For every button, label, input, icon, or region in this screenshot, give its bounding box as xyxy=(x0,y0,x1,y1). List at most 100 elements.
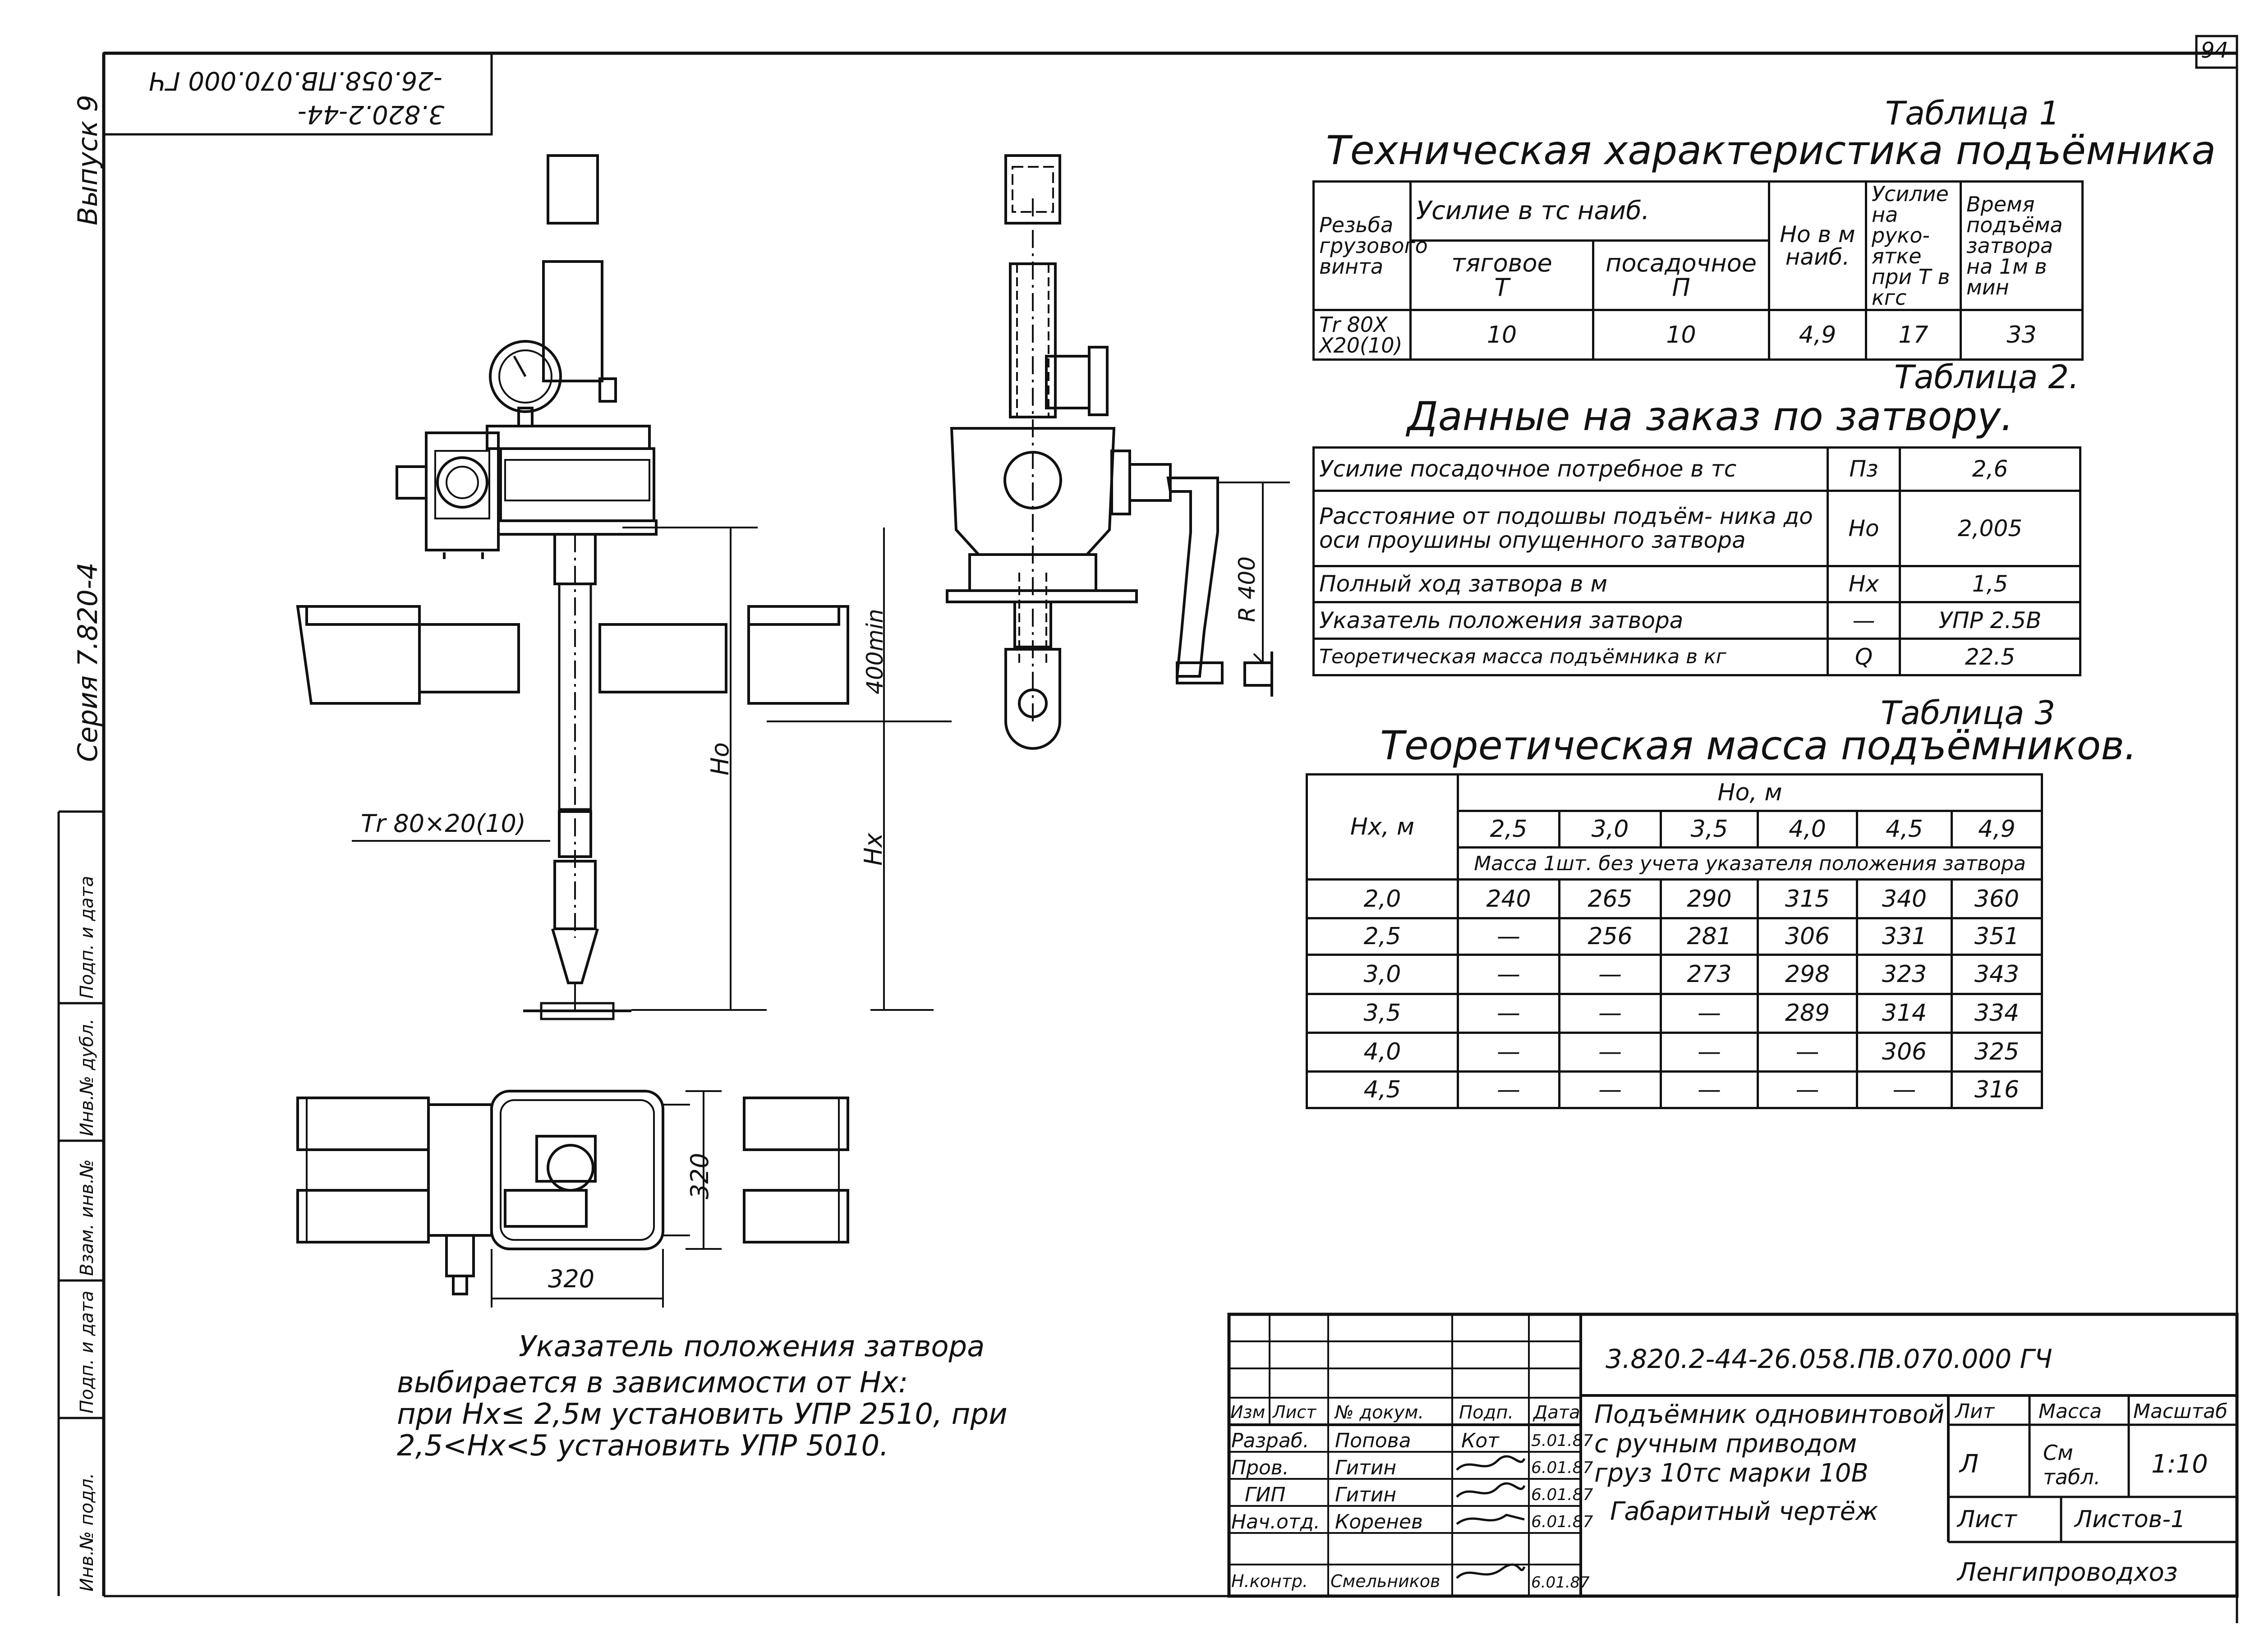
t1-landing: 10 xyxy=(1592,309,1770,361)
t1-time: 33 xyxy=(1960,309,2084,361)
stamp-lit-value: Л xyxy=(1960,1450,1979,1479)
person-2-date: 6.01.87 xyxy=(1531,1486,1593,1504)
t3-r3-hx: 3,5 xyxy=(1306,992,1459,1034)
t2-row-0-value: 2,6 xyxy=(1899,446,2081,492)
t3-r3-c5: 334 xyxy=(1950,992,2043,1034)
stamp-sheets-label: Листов-1 xyxy=(2075,1506,2186,1533)
dim-r400: R 400 xyxy=(1234,556,1260,622)
table2-label: Таблица 2. xyxy=(1894,358,2080,396)
side-view-dimensions xyxy=(1218,482,1290,664)
t3-r1-c2: 281 xyxy=(1660,917,1759,956)
t3-r3-c0: — xyxy=(1457,992,1560,1034)
t3-r5-hx: 4,5 xyxy=(1306,1070,1459,1110)
stamp-name-1: Подъёмник одновинтовой xyxy=(1594,1400,1945,1429)
table3-title: Теоретическая масса подъёмников. xyxy=(1380,722,2137,769)
t1-h-ho: Но в м наиб. xyxy=(1768,180,1867,311)
sheet-code-rotated-2: -26.058.ПВ.070.000 ГЧ xyxy=(149,66,443,95)
person-1-role: Пров. xyxy=(1231,1456,1289,1479)
t3-r3-c2: — xyxy=(1660,992,1759,1034)
t3-r4-c2: — xyxy=(1660,1031,1759,1073)
t2-row-2-sym: Нх xyxy=(1827,564,1901,604)
t3-r2-c0: — xyxy=(1457,954,1560,995)
t3-r2-c1: — xyxy=(1558,954,1662,995)
t3-r0-c2: 290 xyxy=(1660,878,1759,920)
t3-r4-hx: 4,0 xyxy=(1306,1031,1459,1073)
t3-r1-c3: 306 xyxy=(1757,917,1858,956)
stamp-lit-label: Лит xyxy=(1955,1400,1995,1423)
t2-row-1-value: 2,005 xyxy=(1899,489,2081,567)
dim-400min: 400min xyxy=(862,609,888,694)
signature-marks xyxy=(1456,1455,1526,1579)
t3-r0-c3: 315 xyxy=(1757,878,1858,920)
t1-h-time: Время подъёма затвора на 1м в мин xyxy=(1960,180,2084,311)
stamp-name-3: груз 10тс марки 10В xyxy=(1594,1459,1868,1488)
stamp-sheet-label: Лист xyxy=(1957,1506,2017,1533)
t3-r2-hx: 3,0 xyxy=(1306,954,1459,995)
person-2-role: ГИП xyxy=(1245,1483,1286,1506)
stamp-col-doc: № докум. xyxy=(1335,1402,1424,1423)
stamp-org: Ленгипроводхоз xyxy=(1957,1558,2178,1587)
margin-vzam: Взам. инв.№ xyxy=(77,1159,97,1276)
t2-row-0-sym: Пз xyxy=(1827,446,1901,492)
t3-r3-c1: — xyxy=(1558,992,1662,1034)
t3-r0-c0: 240 xyxy=(1457,878,1560,920)
t3-r5-c2: — xyxy=(1660,1070,1759,1110)
t3-r0-c5: 360 xyxy=(1950,878,2043,920)
t1-h-thread: Резьба грузового винта xyxy=(1312,180,1428,311)
table1: Резьба грузового винта Усилие в тс наиб.… xyxy=(1312,180,2084,361)
person-4-role: Н.контр. xyxy=(1231,1571,1308,1591)
stamp-col-list: Лист xyxy=(1273,1402,1316,1422)
person-0-role: Разраб. xyxy=(1231,1429,1309,1452)
person-0-sign: Кот xyxy=(1461,1429,1499,1452)
t3-ho-4: 4,5 xyxy=(1856,810,1953,849)
t3-r2-c3: 298 xyxy=(1757,954,1858,995)
dim-hx: Нх xyxy=(859,833,888,866)
t2-row-4-sym: Q xyxy=(1827,638,1901,676)
margin-podp-1: Подп. и дата xyxy=(77,1290,97,1413)
margin-podp-2: Подп. и дата xyxy=(77,876,97,999)
t1-h-handle: Усилие на руко- ятке при Т в кгс xyxy=(1865,180,1962,311)
table3: Нх, м Но, м 2,5 3,0 3,5 4,0 4,5 4,9 Масс… xyxy=(1306,773,2043,1110)
front-view-dimensions xyxy=(352,527,952,1011)
t2-row-3-value: УПР 2.5В xyxy=(1899,601,2081,640)
t2-row-4-value: 22.5 xyxy=(1899,638,2081,676)
person-3-role: Нач.отд. xyxy=(1231,1510,1320,1533)
t3-r5-c3: — xyxy=(1757,1070,1858,1110)
stamp-scale-label: Масштаб xyxy=(2133,1400,2228,1423)
sheet-frame xyxy=(57,35,2238,1623)
t2-row-1-sym: Но xyxy=(1827,489,1901,567)
t2-row-3-name: Указатель положения затвора xyxy=(1312,601,1829,640)
plan-view xyxy=(296,1090,849,1308)
stamp-col-date: Дата xyxy=(1533,1402,1580,1423)
page-number: 94 xyxy=(2201,38,2229,63)
stamp-col-izm: Изм xyxy=(1230,1402,1266,1422)
t2-row-1-name: Расстояние от подошвы подъём- ника до ос… xyxy=(1312,489,1829,567)
table3-label: Таблица 3 xyxy=(1881,694,2056,732)
t3-r2-c2: 273 xyxy=(1660,954,1759,995)
person-4-date: 6.01.87 xyxy=(1531,1574,1590,1592)
table1-title: Техническая характеристика подъёмника xyxy=(1326,127,2216,174)
t3-r1-c5: 351 xyxy=(1950,917,2043,956)
person-3-date: 6.01.87 xyxy=(1531,1513,1593,1531)
t3-r0-hx: 2,0 xyxy=(1306,878,1459,920)
t3-r5-c4: — xyxy=(1856,1070,1953,1110)
t3-ho-3: 4,0 xyxy=(1757,810,1858,849)
t1-h-force: Усилие в тс наиб. xyxy=(1409,180,1770,242)
stamp-mass-label: Масса xyxy=(2039,1400,2102,1423)
t3-r3-c3: 289 xyxy=(1757,992,1858,1034)
t3-ho-header: Но, м xyxy=(1456,773,2043,812)
person-1-name: Гитин xyxy=(1335,1456,1397,1479)
sheet-code-rotated: 3.820.2-44- xyxy=(298,100,445,129)
t3-r0-c4: 340 xyxy=(1856,878,1953,920)
t3-r5-c5: 316 xyxy=(1950,1070,2043,1110)
t3-r4-c3: — xyxy=(1757,1031,1858,1073)
t3-r4-c1: — xyxy=(1558,1031,1662,1073)
t2-row-2-value: 1,5 xyxy=(1899,564,2081,604)
t3-subheader: Масса 1шт. без учета указателя положения… xyxy=(1456,846,2043,881)
t3-ho-5: 4,9 xyxy=(1950,810,2043,849)
dim-320-horizontal: 320 xyxy=(548,1265,595,1293)
t3-r4-c0: — xyxy=(1457,1031,1560,1073)
